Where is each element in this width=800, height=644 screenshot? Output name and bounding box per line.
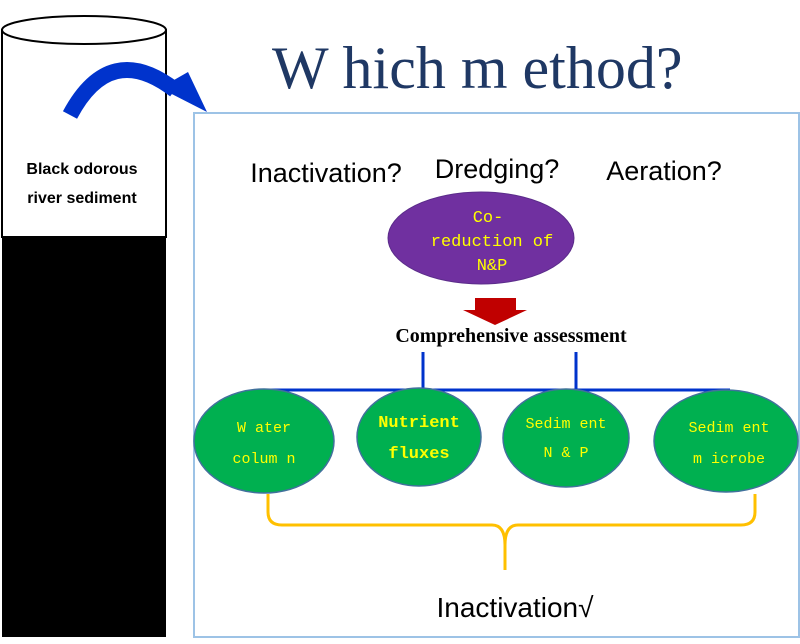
center-node-line-3: N&P — [477, 257, 508, 276]
svg-text:colum n: colum n — [232, 451, 295, 468]
question-inactivation: Inactivation? — [250, 158, 402, 188]
criterion-sediment-microbe: Sedim ent m icrobe — [653, 389, 799, 493]
cylinder-label-2: river sediment — [27, 190, 137, 207]
criterion-nutrient-fluxes: Nutrient fluxes — [356, 387, 482, 487]
question-aeration: Aeration? — [606, 156, 722, 186]
svg-text:N & P: N & P — [543, 445, 588, 462]
svg-text:fluxes: fluxes — [388, 445, 449, 464]
svg-text:Nutrient: Nutrient — [378, 414, 460, 433]
center-node-line-1: Co- — [473, 209, 504, 228]
center-node-line-2: reduction of — [431, 233, 553, 252]
bracket — [266, 494, 757, 570]
criterion-sediment-np: Sedim ent N & P — [502, 388, 630, 488]
assessment-label: Comprehensive assessment — [395, 325, 627, 347]
svg-text:m icrobe: m icrobe — [693, 451, 765, 468]
cylinder-label-1: Black odorous — [26, 161, 137, 178]
sediment-cylinder: Black odorous river sediment — [1, 15, 167, 637]
question-dredging: Dredging? — [435, 154, 560, 184]
svg-text:Sedim ent: Sedim ent — [525, 416, 606, 433]
result-label: Inactivation√ — [436, 592, 594, 623]
criterion-water-column: W ater colum n — [193, 388, 335, 494]
connector-lines — [263, 352, 730, 392]
down-arrow-icon — [463, 298, 527, 325]
curved-arrow-icon — [62, 62, 207, 119]
svg-text:W ater: W ater — [237, 420, 291, 437]
title: W hich m ethod? — [272, 35, 682, 101]
co-reduction-node — [387, 191, 575, 285]
svg-text:Sedim ent: Sedim ent — [688, 420, 769, 437]
method-box — [193, 112, 800, 638]
